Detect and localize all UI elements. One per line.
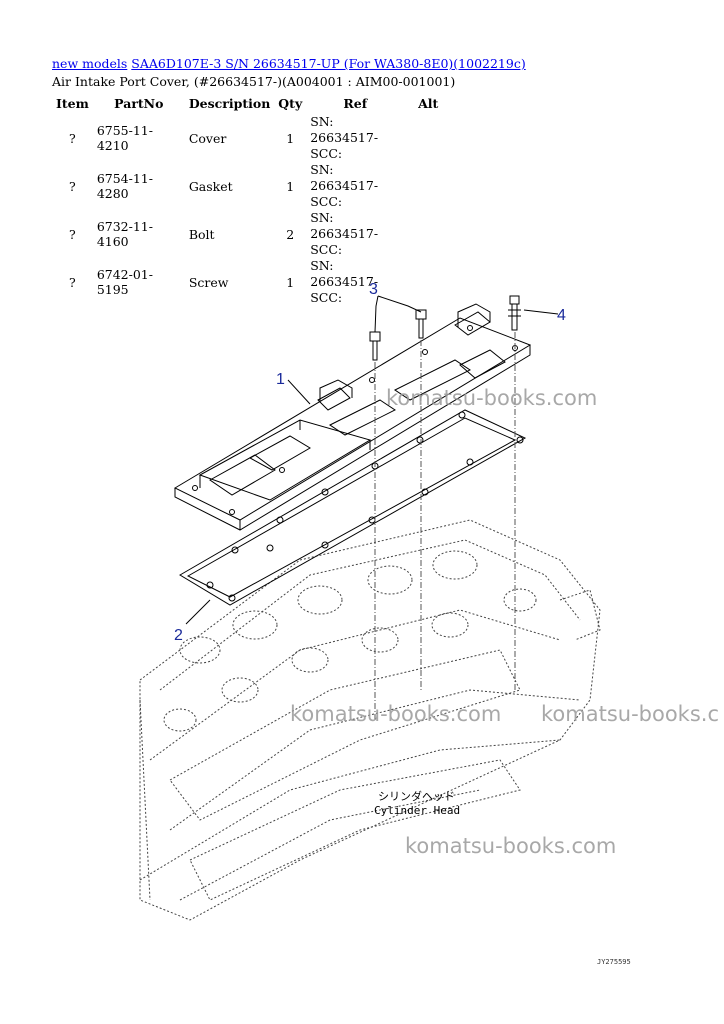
header-alt: Alt <box>418 95 439 111</box>
header-description: Description <box>188 95 271 111</box>
cell-item: ? <box>69 130 76 146</box>
cell-item: ? <box>69 226 76 242</box>
bolt-drawing <box>369 309 427 361</box>
watermark: komatsu-books.com <box>405 834 617 858</box>
cell-description: Bolt <box>188 226 215 242</box>
ref-scc: SCC: <box>310 242 343 257</box>
ref-serial: SN: 26634517- <box>310 210 379 241</box>
header-partno: PartNo <box>114 95 164 111</box>
cell-description: Screw <box>188 274 229 290</box>
callout-1: 1 <box>276 371 285 388</box>
parts-table: Item PartNo Description Qty Ref Alt ? 67… <box>52 92 452 306</box>
watermark: komatsu-books.com <box>386 386 598 410</box>
ref-serial: SN: 26634517- <box>310 162 379 193</box>
ref-scc: SCC: <box>310 146 343 161</box>
cell-description: Gasket <box>188 178 233 194</box>
page-subtitle: Air Intake Port Cover, (#26634517-)(A004… <box>52 74 456 89</box>
cell-ref: SN: 26634517-SCC: <box>306 114 404 162</box>
cell-qty: 1 <box>286 178 295 194</box>
header-item: Item <box>56 95 89 111</box>
cylinder-head-label-jp: シリンダヘッド <box>378 789 455 803</box>
cell-qty: 1 <box>286 274 295 290</box>
cylinder-head-drawing <box>139 519 601 921</box>
cell-item: ? <box>69 178 76 194</box>
screw-drawing <box>508 295 521 331</box>
ref-scc: SCC: <box>310 290 343 305</box>
exploded-parts-diagram: 1 2 3 4 シリンダヘッド Cylinder Head <box>139 281 601 921</box>
cylinder-head-label-en: Cylinder Head <box>374 804 460 817</box>
table-row: ? 6754-11-4280 Gasket 1 SN: 26634517-SCC… <box>52 162 452 210</box>
cell-part-no: 6754-11-4280 <box>96 171 153 201</box>
cell-ref: SN: 26634517-SCC: <box>306 210 404 258</box>
alignment-lines <box>374 332 516 720</box>
ref-serial: SN: 26634517- <box>310 258 379 289</box>
table-row: ? 6732-11-4160 Bolt 2 SN: 26634517-SCC: <box>52 210 452 258</box>
cell-part-no: 6742-01-5195 <box>96 267 153 297</box>
breadcrumb-link-model[interactable]: SAA6D107E-3 S/N 26634517-UP (For WA380-8… <box>131 56 526 71</box>
ref-serial: SN: 26634517- <box>310 114 379 145</box>
breadcrumb: new models SAA6D107E-3 S/N 26634517-UP (… <box>52 56 526 71</box>
cover-drawing <box>173 303 532 531</box>
cell-part-no: 6755-11-4210 <box>96 123 153 153</box>
callout-3: 3 <box>369 281 378 298</box>
cell-alt <box>404 162 452 210</box>
ref-scc: SCC: <box>310 194 343 209</box>
cell-qty: 1 <box>286 130 295 146</box>
gasket-drawing <box>179 409 527 606</box>
cell-alt <box>404 210 452 258</box>
breadcrumb-link-new-models[interactable]: new models <box>52 56 128 71</box>
cell-qty: 2 <box>286 226 295 242</box>
parts-table-header: Item PartNo Description Qty Ref Alt <box>52 92 452 114</box>
table-row: ? 6755-11-4210 Cover 1 SN: 26634517-SCC: <box>52 114 452 162</box>
cell-item: ? <box>69 274 76 290</box>
watermark: komatsu-books.c <box>541 702 719 726</box>
cell-description: Cover <box>188 130 227 146</box>
cell-alt <box>404 114 452 162</box>
cell-ref: SN: 26634517-SCC: <box>306 258 404 306</box>
callout-2: 2 <box>174 627 183 644</box>
cell-part-no: 6732-11-4160 <box>96 219 153 249</box>
header-ref: Ref <box>343 95 368 111</box>
header-qty: Qty <box>278 95 303 111</box>
drawing-number: JY275595 <box>597 958 631 966</box>
watermark: komatsu-books.com <box>290 702 502 726</box>
cell-ref: SN: 26634517-SCC: <box>306 162 404 210</box>
leader-lines <box>185 295 559 625</box>
callout-4: 4 <box>557 307 566 324</box>
table-row: ? 6742-01-5195 Screw 1 SN: 26634517-SCC: <box>52 258 452 306</box>
